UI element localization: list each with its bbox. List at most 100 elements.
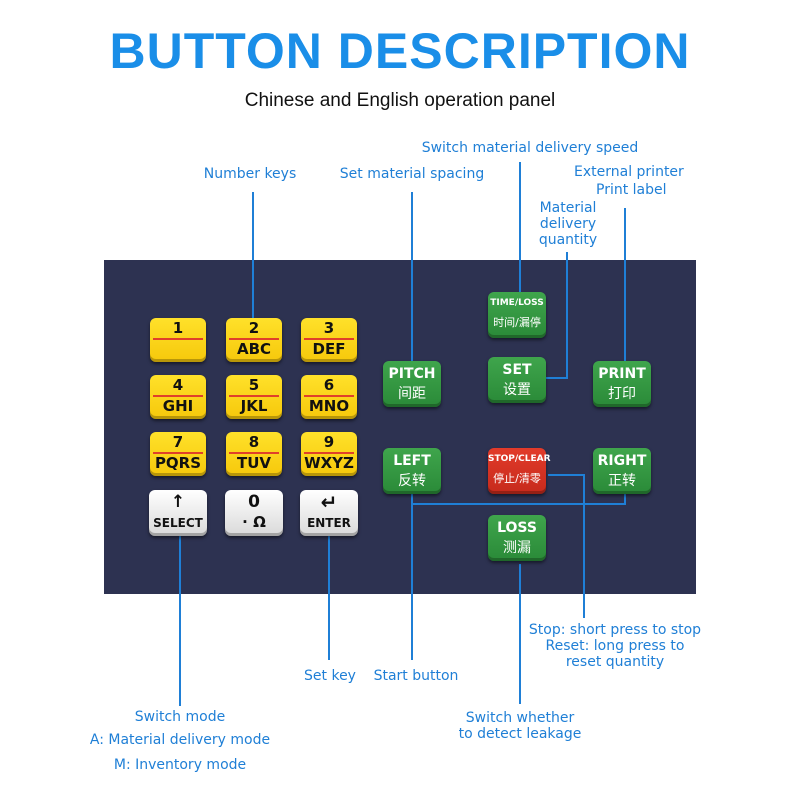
key-2[interactable]: 2 ABC (226, 318, 282, 362)
arrow-up-icon: ↑ (170, 492, 186, 512)
key-4[interactable]: 4 GHI (150, 375, 206, 419)
print-button-cn: 打印 (608, 386, 636, 402)
set-button-cn: 设置 (503, 382, 531, 398)
label-stop-1: Stop: short press to stop (528, 622, 702, 638)
key-8-digit: 8 (248, 433, 260, 451)
left-button[interactable]: LEFT 反转 (383, 448, 441, 494)
label-number-keys: Number keys (203, 166, 297, 182)
pitch-button[interactable]: PITCH 间距 (383, 361, 441, 407)
enter-arrow-icon: ↵ (320, 490, 338, 514)
key-4-digit: 4 (172, 376, 184, 394)
key-3-letters: DEF (312, 340, 346, 358)
key-1[interactable]: 1 (150, 318, 206, 362)
key-2-letters: ABC (236, 340, 272, 358)
leader-stop-horizontal (548, 474, 584, 476)
label-switch-leak-2: to detect leakage (458, 726, 582, 742)
key-5[interactable]: 5 JKL (226, 375, 282, 419)
right-button-label: RIGHT (597, 453, 647, 469)
loss-button[interactable]: LOSS 测漏 (488, 515, 546, 561)
key-9-digit: 9 (323, 433, 335, 451)
leader-stop-vertical (583, 474, 585, 618)
leader-loss (519, 564, 521, 704)
operation-panel (104, 260, 696, 594)
leader-select (179, 536, 181, 706)
label-mode-a: A: Material delivery mode (89, 732, 271, 748)
label-mode-m: M: Inventory mode (113, 757, 247, 773)
label-material-qty-3: quantity (538, 232, 598, 248)
key-7-digit: 7 (172, 433, 184, 451)
label-set-key: Set key (304, 668, 356, 684)
label-start-button: Start button (373, 668, 459, 684)
key-3-divider (304, 338, 354, 340)
leader-start-horizontal (411, 503, 626, 505)
key-5-divider (229, 395, 279, 397)
set-button-label: SET (502, 362, 532, 378)
key-7[interactable]: 7 PQRS (150, 432, 206, 476)
label-switch-leak-1: Switch whether (465, 710, 575, 726)
label-switch-speed: Switch material delivery speed (421, 140, 639, 156)
label-material-qty-2: delivery (539, 216, 597, 232)
print-button[interactable]: PRINT 打印 (593, 361, 651, 407)
select-button[interactable]: ↑ SELECT (149, 490, 207, 536)
key-9[interactable]: 9 WXYZ (301, 432, 357, 476)
page-title: BUTTON DESCRIPTION (109, 23, 691, 79)
enter-button-label: ENTER (307, 516, 351, 530)
set-button[interactable]: SET 设置 (488, 357, 546, 403)
key-4-divider (153, 395, 203, 397)
key-6-divider (304, 395, 354, 397)
right-button[interactable]: RIGHT 正转 (593, 448, 651, 494)
leader-time-loss (519, 162, 521, 292)
key-2-digit: 2 (248, 319, 260, 337)
key-7-letters: PQRS (154, 454, 202, 472)
key-5-digit: 5 (248, 376, 260, 394)
leader-print (624, 208, 626, 362)
key-6-letters: MNO (308, 397, 350, 415)
key-3-digit: 3 (323, 319, 335, 337)
loss-button-cn: 测漏 (503, 540, 531, 556)
label-set-spacing: Set material spacing (339, 166, 485, 182)
key-0-digit: 0 (248, 492, 260, 512)
leader-start-vertical (411, 488, 413, 660)
stop-clear-button[interactable]: STOP/CLEAR 停止/清零 (488, 448, 551, 494)
key-8[interactable]: 8 TUV (226, 432, 282, 476)
label-external-printer: External printer (574, 164, 684, 180)
leader-set-horizontal (536, 377, 568, 379)
key-6[interactable]: 6 MNO (301, 375, 357, 419)
leader-number-keys (252, 192, 254, 320)
key-1-digit: 1 (172, 319, 184, 337)
leader-right-vertical (624, 488, 626, 505)
key-0-symbols: · Ω (242, 513, 266, 531)
key-0[interactable]: 0 · Ω (225, 490, 283, 536)
label-stop-3: reset quantity (565, 654, 665, 670)
enter-button[interactable]: ↵ ENTER (300, 490, 358, 536)
key-9-divider (304, 452, 354, 454)
page-subtitle: Chinese and English operation panel (244, 90, 556, 111)
key-3[interactable]: 3 DEF (301, 318, 357, 362)
pitch-button-label: PITCH (388, 366, 436, 382)
leader-set-vertical (566, 252, 568, 378)
pitch-button-cn: 间距 (398, 386, 426, 402)
time-loss-button-cn: 时间/漏停 (493, 316, 541, 329)
time-loss-button-label: TIME/LOSS (490, 298, 544, 308)
right-button-cn: 正转 (608, 473, 636, 489)
label-print-label: Print label (596, 182, 667, 198)
key-8-divider (229, 452, 279, 454)
time-loss-button[interactable]: TIME/LOSS 时间/漏停 (488, 292, 546, 338)
loss-button-label: LOSS (497, 520, 537, 536)
label-stop-2: Reset: long press to (545, 638, 685, 654)
label-material-qty-1: Material (539, 200, 597, 216)
key-5-letters: JKL (240, 397, 268, 415)
print-button-label: PRINT (598, 366, 646, 382)
leader-pitch (411, 192, 413, 362)
key-4-letters: GHI (162, 397, 194, 415)
select-button-label: SELECT (153, 516, 203, 530)
key-9-letters: WXYZ (304, 454, 354, 472)
key-6-digit: 6 (323, 376, 335, 394)
stop-clear-button-cn: 停止/清零 (493, 472, 541, 485)
leader-enter (328, 536, 330, 660)
left-button-cn: 反转 (398, 473, 426, 489)
key-1-divider (153, 338, 203, 340)
label-switch-mode: Switch mode (134, 709, 226, 725)
key-2-divider (229, 338, 279, 340)
key-8-letters: TUV (236, 454, 272, 472)
